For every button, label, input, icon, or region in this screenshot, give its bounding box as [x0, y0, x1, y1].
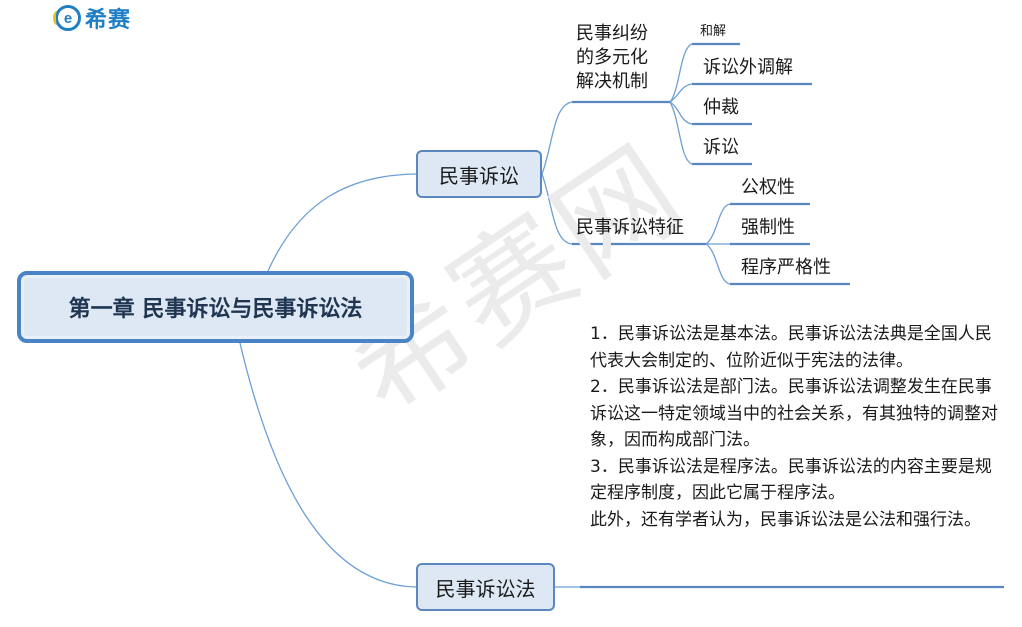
connector-mechanism-item1 [669, 43, 693, 103]
law-description-point-2: 2．民事诉讼法是部门法。民事诉讼法调整发生在民事诉讼这一特定领域当中的社会关系，… [590, 377, 998, 450]
connector-litigation-features [541, 173, 573, 245]
logo-text: 希赛 [85, 8, 132, 33]
topic-feature-item-3[interactable]: 程序严格性 [741, 257, 831, 278]
topic-mechanism-item-3[interactable]: 仲裁 [703, 97, 739, 118]
topic-civil-litigation[interactable]: 民事诉讼 [416, 150, 542, 198]
xisai-logo: e 希赛 [53, 3, 132, 33]
connector-litigation-mechanism [541, 101, 573, 175]
root-topic[interactable]: 第一章 民事诉讼与民事诉讼法 [17, 271, 414, 343]
connector-features-item1 [705, 203, 731, 245]
law-description-point-1: 1．民事诉讼法是基本法。民事诉讼法法典是全国人民代表大会制定的、位阶近似于宪法的… [590, 324, 992, 371]
law-description-point-3: 3．民事诉讼法是程序法。民事诉讼法的内容主要是规定程序制度，因此它属于程序法。 [590, 456, 992, 504]
topic-litigation-features[interactable]: 民事诉讼特征 [576, 217, 684, 238]
law-description-note: 此外，还有学者认为，民事诉讼法是公法和强行法。 [590, 509, 981, 530]
topic-feature-item-1[interactable]: 公权性 [741, 177, 795, 198]
connector-root-law [239, 342, 417, 588]
topic-civil-procedure-law[interactable]: 民事诉讼法 [416, 563, 555, 611]
connector-features-item3 [705, 243, 731, 285]
topic-mechanism-item-1[interactable]: 和解 [700, 24, 727, 39]
connector-root-litigation [267, 173, 417, 272]
topic-mechanism-item-2[interactable]: 诉讼外调解 [703, 57, 793, 78]
connector-mechanism-item4 [669, 101, 693, 165]
topic-feature-item-2[interactable]: 强制性 [741, 217, 795, 238]
topic-dispute-resolution-mechanism[interactable]: 民事纠纷的多元化解决机制 [576, 23, 648, 92]
logo-e-icon: e [53, 5, 81, 31]
topic-mechanism-item-4[interactable]: 诉讼 [703, 137, 739, 158]
connector-mechanism-item2 [669, 83, 693, 103]
topic-law-description[interactable]: 1．民事诉讼法是基本法。民事诉讼法法典是全国人民代表大会制定的、位阶近似于宪法的… [590, 321, 1000, 533]
connector-mechanism-item3 [669, 101, 693, 125]
